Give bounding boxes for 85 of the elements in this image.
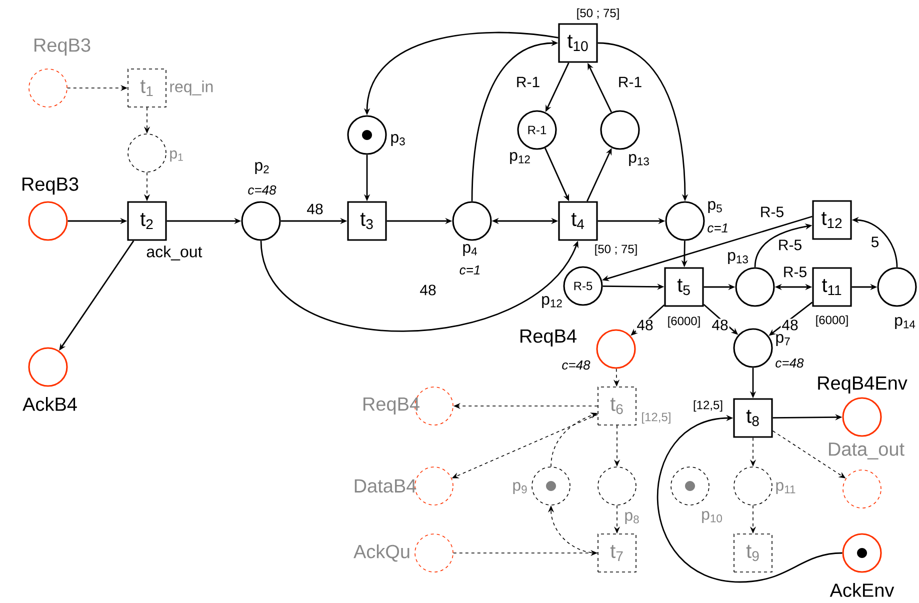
place-label: ReqB3 [34,38,90,56]
arc-weight: 5 [870,236,880,248]
place-label: AckEnv [830,583,894,597]
place-label: p$_{7}$ [776,334,790,346]
place-circle [842,470,882,508]
place-label: c=1 [460,265,480,275]
place-circle [347,115,387,155]
place-label: p$_{12}$ [542,296,562,308]
place-label: DataB4 [354,479,416,493]
place-label: p$_{10}$ [702,511,722,523]
place-label: ReqB4Env [818,376,908,394]
arc-arrow [657,414,842,583]
place-label: p$_{1}$ [170,150,183,162]
place-label: [6000] [816,315,848,327]
place-circle [733,328,773,368]
place-circle [877,267,917,307]
place-circle [28,201,68,241]
place-label: c=1 [708,223,728,233]
transition-box: t$_{5}$ [664,267,704,307]
place-label: ReqB4 [364,398,420,414]
place-label: [50 ; 75] [577,8,619,20]
arc-arrow [260,240,578,332]
place-label: req_in [170,80,213,96]
place-label: c=48 [562,360,590,370]
place-circle [452,201,492,241]
place-circle [600,110,640,150]
arc-weight: 48 [636,318,654,332]
transition-box: t$_{12}$ [812,200,852,240]
place-circle [241,201,281,241]
place-label: Data_out [829,442,904,460]
arc-weight: R-1 [514,76,542,88]
place-circle [596,329,636,369]
arc-weight: R-5 [776,238,804,252]
place-label: [12,5] [642,412,670,424]
place-label: ReqB4 [520,330,576,346]
place-label: p$_{11}$ [776,482,796,494]
place-label: c=48 [248,185,276,195]
place-label: ReqB3 [22,177,78,195]
transition-box: t$_{9}$ [734,534,772,572]
place-circle [598,466,636,506]
arc-weight: R-5 [782,266,808,278]
transition-box: t$_{6}$ [598,386,636,426]
place-label: [12,5] [694,400,722,412]
place-circle [414,534,454,572]
transition-box: t$_{2}$ [127,201,167,241]
place-circle [128,134,166,172]
transition-box: t$_{4}$ [558,201,598,241]
place-circle [842,397,882,437]
arc-weight: R-5 [758,206,786,218]
place-label: p$_{3}$ [391,134,405,146]
place-circle [670,466,710,506]
place-label: c=48 [776,358,804,368]
place-circle [28,68,68,108]
place-label: [50 ; 75] [595,244,637,256]
transition-box: t$_{11}$ [812,267,852,307]
transition-box: t$_{10}$ [558,23,598,63]
arc-weight: 48 [780,318,800,332]
arc-weight: R-1 [616,76,644,88]
place-label: AckQu [354,544,410,562]
place-label: AckB4 [22,397,77,411]
place-circle [28,347,68,387]
place-label: p$_{5}$ [708,201,722,213]
place-label: [6000] [668,316,700,328]
arc-weight: 48 [306,202,324,216]
place-circle [735,267,775,307]
place-circle [665,201,705,241]
place-label: p$_{8}$ [625,512,639,524]
place-label: p$_{12}$ [510,152,530,164]
place-label: ack_out [146,246,202,260]
place-circle [532,466,570,506]
place-label: p$_{13}$ [629,154,649,166]
place-label: p$_{14}$ [895,317,916,329]
transition-box: t$_{3}$ [347,201,387,241]
place-label: p$_{13}$ [728,252,748,264]
transition-box: t$_{1}$ [128,68,166,108]
arc-weight: 48 [418,284,438,296]
place-circle [842,533,882,573]
place-label: p$_{2}$ [255,162,269,174]
place-label: p$_{9}$ [513,482,527,494]
transition-box: t$_{8}$ [733,398,773,438]
place-circle [734,466,772,506]
place-label: p$_{4}$ [463,244,477,256]
arc-weight: 48 [710,318,730,332]
transition-box: t$_{7}$ [598,534,636,572]
place-circle [414,466,454,506]
